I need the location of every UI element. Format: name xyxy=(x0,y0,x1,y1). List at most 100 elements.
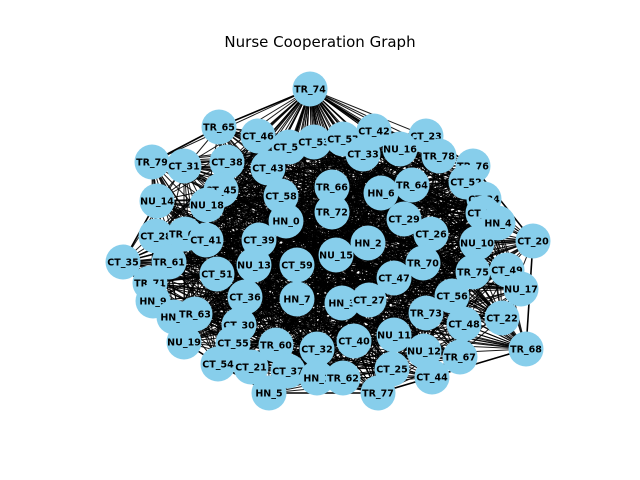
node-circle xyxy=(325,360,361,396)
graph-node: CT_43 xyxy=(250,150,286,186)
graph-node: TR_60 xyxy=(258,327,294,363)
graph-node: TR_70 xyxy=(405,245,441,281)
node-label: CT_26 xyxy=(415,229,447,240)
node-label: CT_52 xyxy=(450,177,481,188)
node-label: CT_45 xyxy=(205,185,236,196)
node-circle xyxy=(177,296,213,332)
graph-node: TR_65 xyxy=(201,109,237,145)
node-circle xyxy=(484,300,520,336)
node-label: TR_65 xyxy=(203,122,235,133)
graph-node: TR_78 xyxy=(421,138,457,174)
graph-node: HN_1 xyxy=(299,360,335,396)
node-circle xyxy=(318,237,354,273)
graph-node: CT_31 xyxy=(166,148,202,184)
node-label: TR_74 xyxy=(294,84,326,95)
node-label: CT_37 xyxy=(272,366,303,377)
node-label: CT_59 xyxy=(281,260,312,271)
graph-edge xyxy=(280,155,440,197)
graph-node: CT_33 xyxy=(345,136,381,172)
graph-node: CT_20 xyxy=(515,223,551,259)
node-label: CT_33 xyxy=(347,149,378,160)
node-label: HN_7 xyxy=(283,294,310,305)
graph-node: HN_7 xyxy=(279,281,315,317)
node-circle xyxy=(240,118,276,154)
graph-node: TR_62 xyxy=(325,360,361,396)
node-circle xyxy=(515,223,551,259)
node-label: CT_32 xyxy=(301,344,332,355)
node-label: CT_35 xyxy=(107,257,138,268)
node-label: CT_25 xyxy=(376,364,407,375)
node-circle xyxy=(386,201,422,237)
graph-node: NU_10 xyxy=(459,225,495,261)
graph-node: CT_59 xyxy=(279,247,315,283)
node-label: CT_29 xyxy=(388,214,419,225)
node-label: TR_73 xyxy=(410,308,442,319)
node-circle xyxy=(188,222,224,258)
graph-node: NU_16 xyxy=(382,131,418,167)
node-label: HN_5 xyxy=(255,388,282,399)
node-circle xyxy=(360,375,396,411)
node-label: CT_39 xyxy=(243,235,274,246)
node-label: TR_72 xyxy=(316,207,348,218)
node-label: CT_30 xyxy=(223,320,255,331)
graph-node: CT_54 xyxy=(200,346,236,382)
node-label: NU_19 xyxy=(167,337,201,348)
node-label: TR_60 xyxy=(260,340,292,351)
node-circle xyxy=(200,346,236,382)
node-label: TR_62 xyxy=(327,373,359,384)
graph-node: NU_17 xyxy=(503,271,539,307)
node-circle xyxy=(314,169,350,205)
graph-node: NU_11 xyxy=(376,317,412,353)
node-label: CT_57 xyxy=(327,134,358,145)
node-circle xyxy=(376,260,412,296)
graph-node: NU_14 xyxy=(139,183,175,219)
graph-node: TR_63 xyxy=(177,296,213,332)
node-label: CT_51 xyxy=(201,269,232,280)
graph-node: TR_64 xyxy=(394,167,430,203)
graph-node: CT_51 xyxy=(199,256,235,292)
node-circle xyxy=(258,327,294,363)
node-label: CT_27 xyxy=(353,295,384,306)
graph-node: NU_18 xyxy=(189,187,225,223)
graph-node: CT_53 xyxy=(296,124,332,160)
graph-node: TR_77 xyxy=(360,375,396,411)
graph-node: CT_32 xyxy=(299,331,335,367)
node-label: TR_61 xyxy=(153,257,185,268)
graph-title: Nurse Cooperation Graph xyxy=(224,33,416,51)
node-label: TR_77 xyxy=(362,388,394,399)
node-circle xyxy=(405,245,441,281)
node-label: CT_42 xyxy=(358,126,389,137)
graph-node: HN_5 xyxy=(251,375,287,411)
node-label: CT_38 xyxy=(211,157,243,168)
node-circle xyxy=(446,306,482,342)
node-label: TR_70 xyxy=(407,258,439,269)
graph-node: CT_41 xyxy=(188,222,224,258)
node-circle xyxy=(251,375,287,411)
node-label: HN_3 xyxy=(328,298,355,309)
node-circle xyxy=(236,247,272,283)
node-label: NU_18 xyxy=(190,200,224,211)
node-label: CT_58 xyxy=(265,191,297,202)
node-label: TR_68 xyxy=(510,344,542,355)
graph-node: CT_21 xyxy=(233,349,269,385)
node-label: TR_63 xyxy=(179,309,211,320)
node-label: TR_75 xyxy=(457,267,489,278)
node-circle xyxy=(350,225,386,261)
node-circle xyxy=(324,285,360,321)
graph-node: CT_38 xyxy=(209,144,245,180)
node-label: TR_69 xyxy=(169,229,201,240)
node-circle xyxy=(455,254,491,290)
node-circle xyxy=(233,349,269,385)
node-label: TR_64 xyxy=(396,180,428,191)
graph-node: CT_26 xyxy=(413,216,449,252)
graph-node: CT_35 xyxy=(105,244,141,280)
node-label: CT_53 xyxy=(298,137,329,148)
node-label: HN_6 xyxy=(367,188,395,199)
graph-edge xyxy=(309,88,427,137)
node-label: CT_48 xyxy=(448,319,480,330)
graph-node: TR_75 xyxy=(455,254,491,290)
node-label: HN_2 xyxy=(354,238,381,249)
node-circle xyxy=(209,144,245,180)
node-label: NU_10 xyxy=(460,238,494,249)
